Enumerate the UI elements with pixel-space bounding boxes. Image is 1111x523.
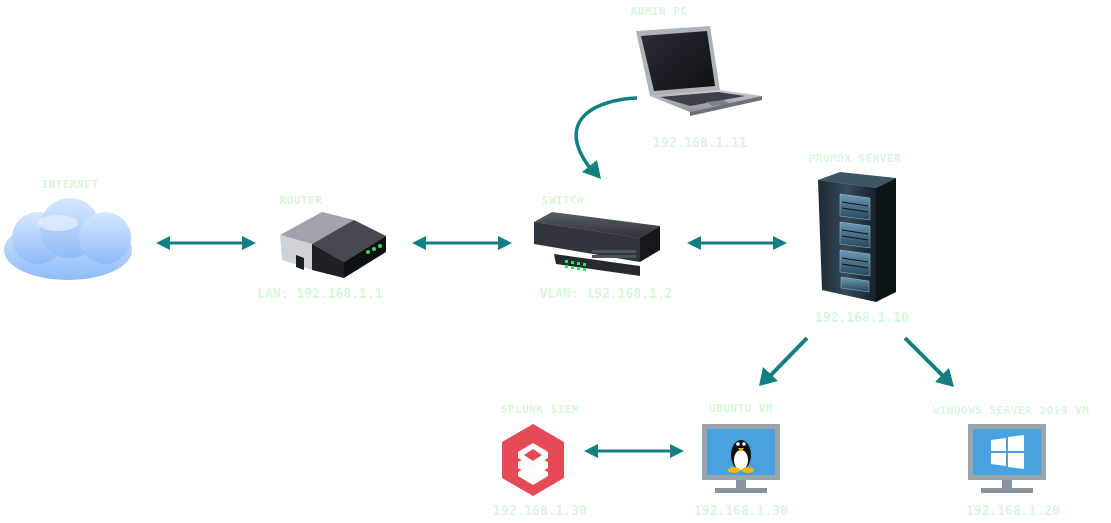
- ubuntu-ip: 192.168.1.30: [694, 504, 788, 519]
- ubuntu-label: UBUNTU VM: [708, 402, 774, 415]
- link-proxmox-windows: [903, 336, 954, 387]
- link-internet-router: [156, 236, 256, 250]
- link-splunk-ubuntu: [584, 444, 684, 458]
- admin-pc-ip: 192.168.1.11: [653, 136, 747, 151]
- server-rack-icon: [818, 172, 896, 302]
- splunk-icon: [502, 424, 564, 496]
- link-switch-proxmox: [687, 236, 787, 250]
- link-admin-switch: [574, 96, 638, 179]
- windows-ip: 192.168.1.20: [966, 504, 1060, 519]
- laptop-icon: [636, 26, 762, 116]
- link-router-switch: [412, 236, 512, 250]
- switch-icon: [534, 212, 660, 276]
- switch-ip: VLAN: 192.168.1.2: [539, 287, 673, 302]
- admin-pc-label: ADMIN PC: [630, 5, 688, 18]
- splunk-label: SPLUNK SIEM: [500, 403, 580, 416]
- windows-monitor-icon: [968, 424, 1046, 493]
- router-ip: LAN: 192.168.1.1: [257, 287, 383, 302]
- splunk-ip: 192.168.1.30: [493, 504, 587, 519]
- cloud-icon: [4, 198, 132, 280]
- proxmox-ip: 192.168.1.10: [815, 311, 909, 326]
- windows-label: WINDOWS SERVER 2019 VM: [932, 404, 1090, 417]
- linux-monitor-icon: [702, 424, 780, 493]
- internet-label: INTERNET: [41, 178, 99, 191]
- switch-label: SWITCH: [541, 194, 585, 207]
- proxmox-label: PROMOX SERVER: [808, 152, 902, 165]
- router-icon: [280, 212, 386, 278]
- router-label: ROUTER: [279, 194, 323, 207]
- link-proxmox-ubuntu: [759, 336, 809, 386]
